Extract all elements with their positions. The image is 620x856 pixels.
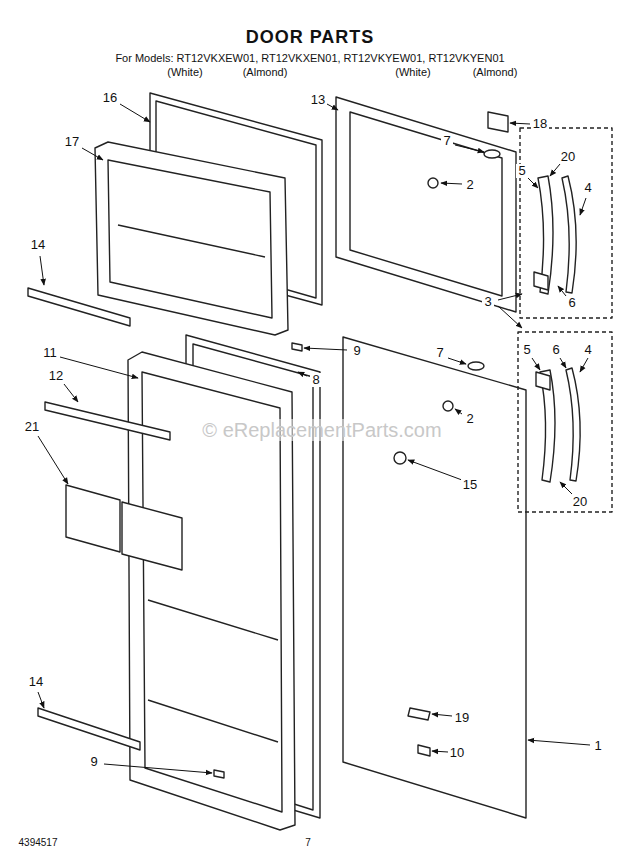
callout-number: 3 (482, 295, 493, 309)
freezer-door-opening (350, 112, 502, 296)
callout-number: 2 (464, 178, 475, 192)
callout-number: 14 (29, 238, 47, 252)
color-note: (Almond) (243, 66, 288, 78)
handle-cap (534, 272, 548, 290)
callout-number: 6 (566, 296, 577, 310)
hole-plug (394, 452, 406, 464)
callout-number: 7 (434, 346, 445, 360)
leader-lines (38, 104, 590, 773)
callout-number: 15 (461, 478, 479, 492)
trim-strip (38, 708, 140, 750)
freezer-shelf (118, 225, 265, 257)
callout-number: 4 (582, 181, 593, 195)
hinge-pin (418, 745, 430, 756)
screw (214, 770, 224, 778)
callout-number: 20 (571, 495, 589, 509)
callout-number: 19 (453, 711, 471, 725)
door-bin (122, 502, 182, 570)
callout-number: 21 (23, 420, 41, 434)
callout-number: 10 (448, 746, 466, 760)
door-bin (66, 485, 120, 552)
freezer-liner (95, 142, 288, 335)
rating-label (488, 112, 508, 132)
plug (443, 401, 453, 411)
callout-number: 5 (521, 343, 532, 357)
model-list: For Models: RT12VKXEW01, RT12VKXEN01, RT… (115, 52, 504, 64)
fresh-food-door (343, 337, 526, 818)
handle-group-box (518, 332, 612, 512)
callout-number: 2 (464, 412, 475, 426)
screw (292, 343, 302, 351)
callout-number: 9 (88, 755, 99, 769)
plug (428, 178, 438, 188)
door-shelves (148, 600, 278, 742)
hinge-cap (484, 150, 500, 158)
callout-number: 1 (592, 739, 603, 753)
color-note: (White) (167, 66, 202, 78)
diagram-title: DOOR PARTS (246, 28, 375, 48)
document-number: 4394517 (19, 837, 58, 848)
freezer-door-frame (336, 97, 516, 312)
callout-number: 5 (516, 164, 527, 178)
callout-number: 20 (559, 150, 577, 164)
callout-number: 13 (309, 93, 327, 107)
handle-group-box (520, 128, 612, 318)
color-note: (Almond) (473, 66, 518, 78)
callout-number: 4 (582, 343, 593, 357)
callout-number: 9 (351, 344, 362, 358)
handle-insert (566, 368, 580, 481)
callout-number: 12 (47, 369, 65, 383)
page-number: 7 (305, 837, 311, 848)
shelf-trim (45, 402, 170, 440)
callout-number: 17 (63, 135, 81, 149)
callout-number: 16 (101, 91, 119, 105)
callout-number: 8 (310, 373, 321, 387)
callout-number: 14 (27, 675, 45, 689)
trim-strip (28, 288, 130, 326)
callout-number: 6 (550, 343, 561, 357)
hinge-cap (468, 362, 484, 370)
handle-cap (536, 372, 550, 390)
watermark: © eReplacementParts.com (202, 419, 441, 441)
callout-number: 7 (441, 134, 452, 148)
hinge-bracket (408, 708, 430, 720)
freezer-liner-inner (108, 160, 272, 318)
color-note: (White) (395, 66, 430, 78)
handle-insert (562, 176, 576, 293)
callout-number: 11 (41, 346, 59, 360)
callout-number: 18 (531, 117, 549, 131)
